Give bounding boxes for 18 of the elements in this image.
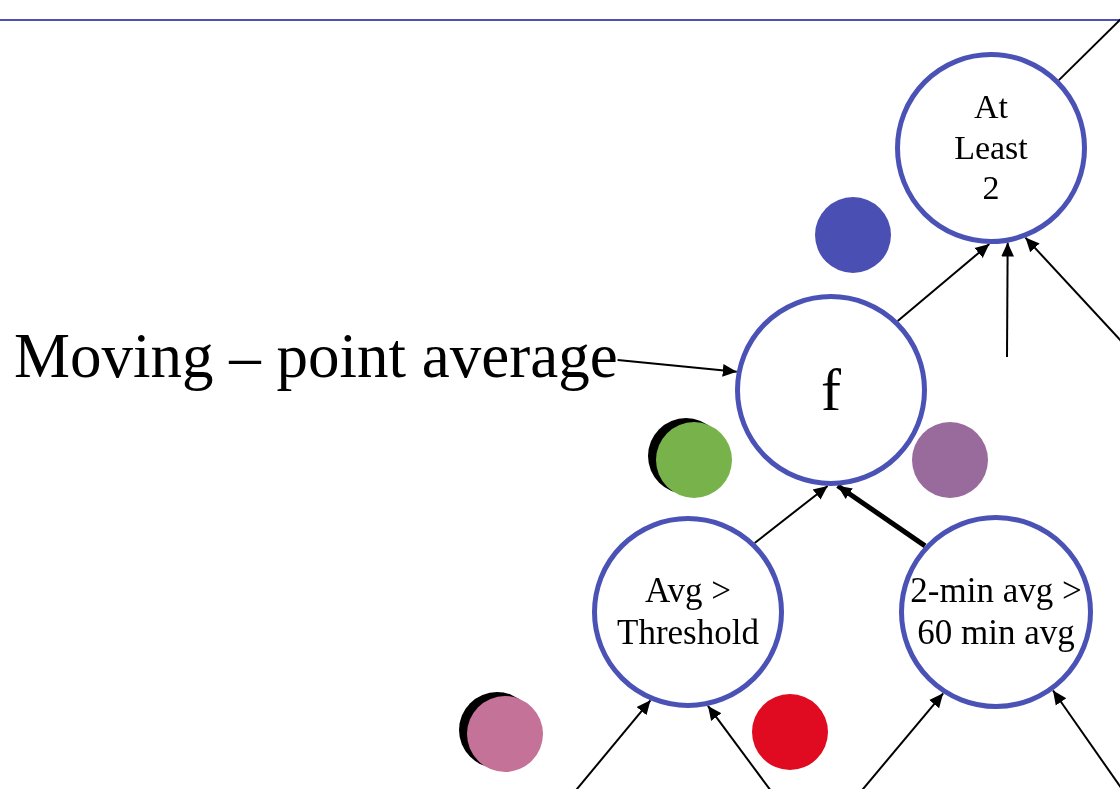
node-circle <box>899 515 1093 709</box>
node-label: At Least 2 <box>953 86 1029 209</box>
node-label: 2-min avg > 60 min avg <box>909 570 1083 654</box>
arrow <box>836 483 927 548</box>
token-dot <box>815 197 891 273</box>
token-dot <box>648 418 732 498</box>
arrow <box>753 484 829 544</box>
node-circle <box>895 52 1087 244</box>
arrow <box>1001 241 1014 358</box>
node-label: Avg > Threshold <box>616 570 760 654</box>
token-dot <box>459 692 543 772</box>
arrow <box>896 243 991 322</box>
annotation-text: Moving – point average <box>14 322 618 392</box>
leader-arrow <box>616 359 738 377</box>
token-dot <box>752 694 828 770</box>
token-dot <box>912 422 988 498</box>
node-label: f <box>820 356 842 425</box>
arrow <box>1052 689 1120 789</box>
